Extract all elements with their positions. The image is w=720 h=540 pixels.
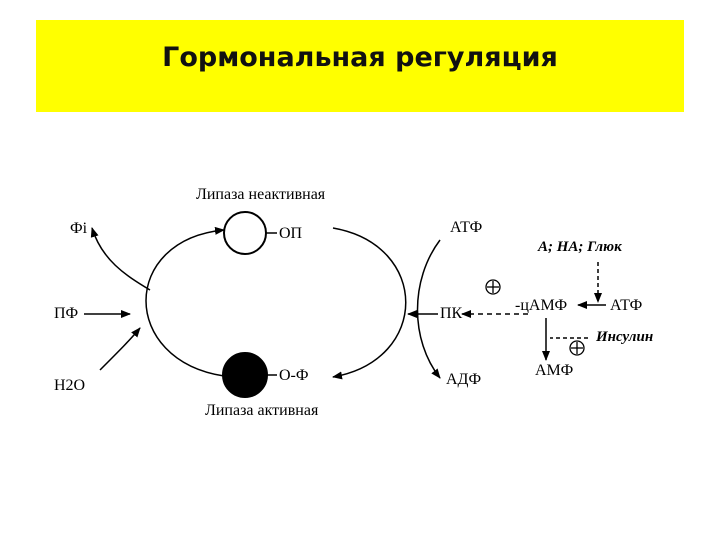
label-amp: АМФ [535, 362, 574, 379]
label-fi: Фi [70, 220, 88, 237]
label-lipase-active: Липаза активная [205, 402, 319, 419]
page-title: Гормональная регуляция [162, 42, 558, 73]
label-adp: АДФ [446, 371, 482, 388]
label-atp-right: АТФ [610, 297, 643, 314]
label-atp-left: АТФ [450, 219, 483, 236]
atp-adp-arc [416, 239, 441, 379]
label-lipase-inactive: Липаза неактивная [196, 186, 326, 203]
label-of: О-Ф [279, 367, 309, 384]
label-pf: ПФ [54, 305, 79, 322]
fi-arrow [90, 227, 151, 291]
title-banner: Гормональная регуляция [36, 20, 684, 112]
label-pk: ПК [440, 305, 463, 322]
label-hormones: А; НА; Глюк [538, 239, 622, 255]
inactive-lipase-circle [223, 211, 267, 255]
label-h2o: Н2О [54, 377, 86, 394]
h2o-arrow [99, 327, 141, 371]
label-camp: -цАМФ [515, 297, 568, 314]
label-op: ОП [279, 225, 303, 242]
dephosphorylation-arc [145, 226, 225, 377]
label-insulin: Инсулин [596, 329, 654, 345]
phosphorylation-arc [332, 227, 407, 380]
active-lipase-circle [222, 352, 268, 398]
